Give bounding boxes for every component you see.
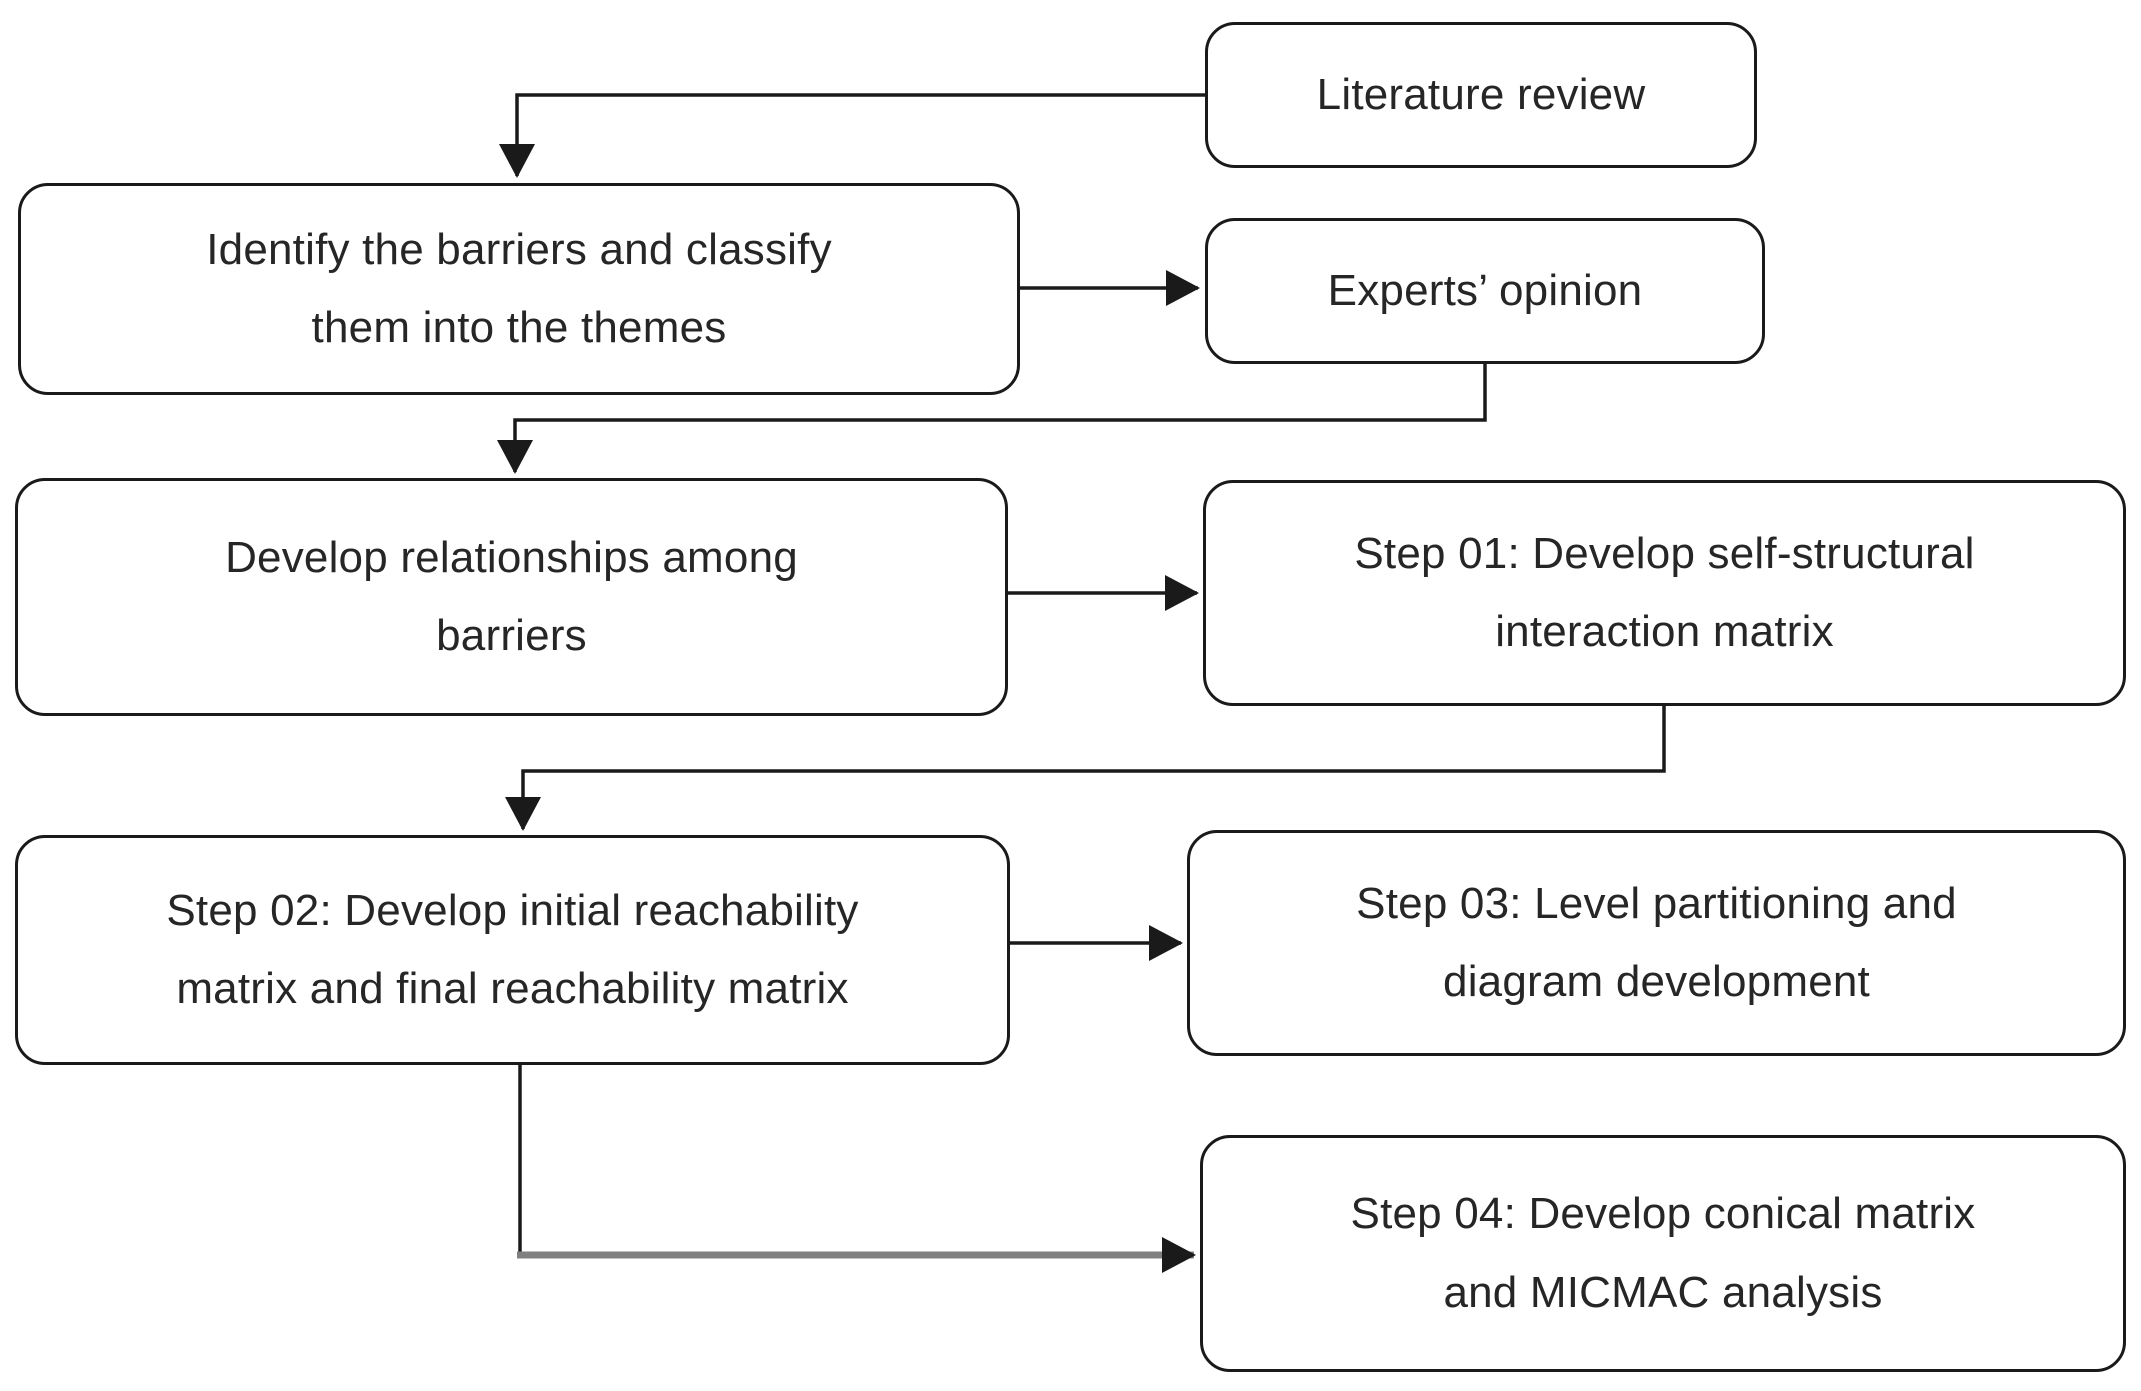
node-label-line: diagram development	[1443, 957, 1870, 1006]
node-label-line: interaction matrix	[1495, 607, 1834, 656]
node-step-02: Step 02: Develop initial reachability ma…	[15, 835, 1010, 1065]
node-develop-relationships: Develop relationships among barriers	[15, 478, 1008, 716]
node-label-line: matrix and final reachability matrix	[176, 964, 849, 1013]
node-label-line: Step 03: Level partitioning and	[1356, 878, 1957, 928]
node-label-line: Literature review	[1316, 69, 1646, 119]
node-label-line: them into the themes	[311, 303, 727, 352]
node-step-03: Step 03: Level partitioning and diagram …	[1187, 830, 2126, 1056]
connector-literature-to-identify	[499, 93, 1205, 178]
node-label-line: and MICMAC analysis	[1443, 1267, 1883, 1317]
node-label-line: barriers	[436, 611, 587, 660]
node-literature-review: Literature review	[1205, 22, 1757, 168]
node-label-line: Step 04: Develop conical matrix	[1350, 1189, 1976, 1239]
node-label-line: Develop relationships among	[225, 532, 798, 582]
node-experts-opinion: Experts’ opinion	[1205, 218, 1765, 364]
node-label-line: Experts’ opinion	[1327, 265, 1643, 315]
node-step-04: Step 04: Develop conical matrix and MICM…	[1200, 1135, 2126, 1372]
node-label-line: Step 02: Develop initial reachability	[166, 885, 859, 935]
node-identify-barriers: Identify the barriers and classify them …	[18, 183, 1020, 395]
connector-step01-to-step02	[505, 706, 1666, 831]
node-label-line: Identify the barriers and classify	[206, 224, 832, 274]
node-label-line: Step 01: Develop self-structural	[1354, 528, 1975, 578]
node-step-01: Step 01: Develop self-structural interac…	[1203, 480, 2126, 706]
